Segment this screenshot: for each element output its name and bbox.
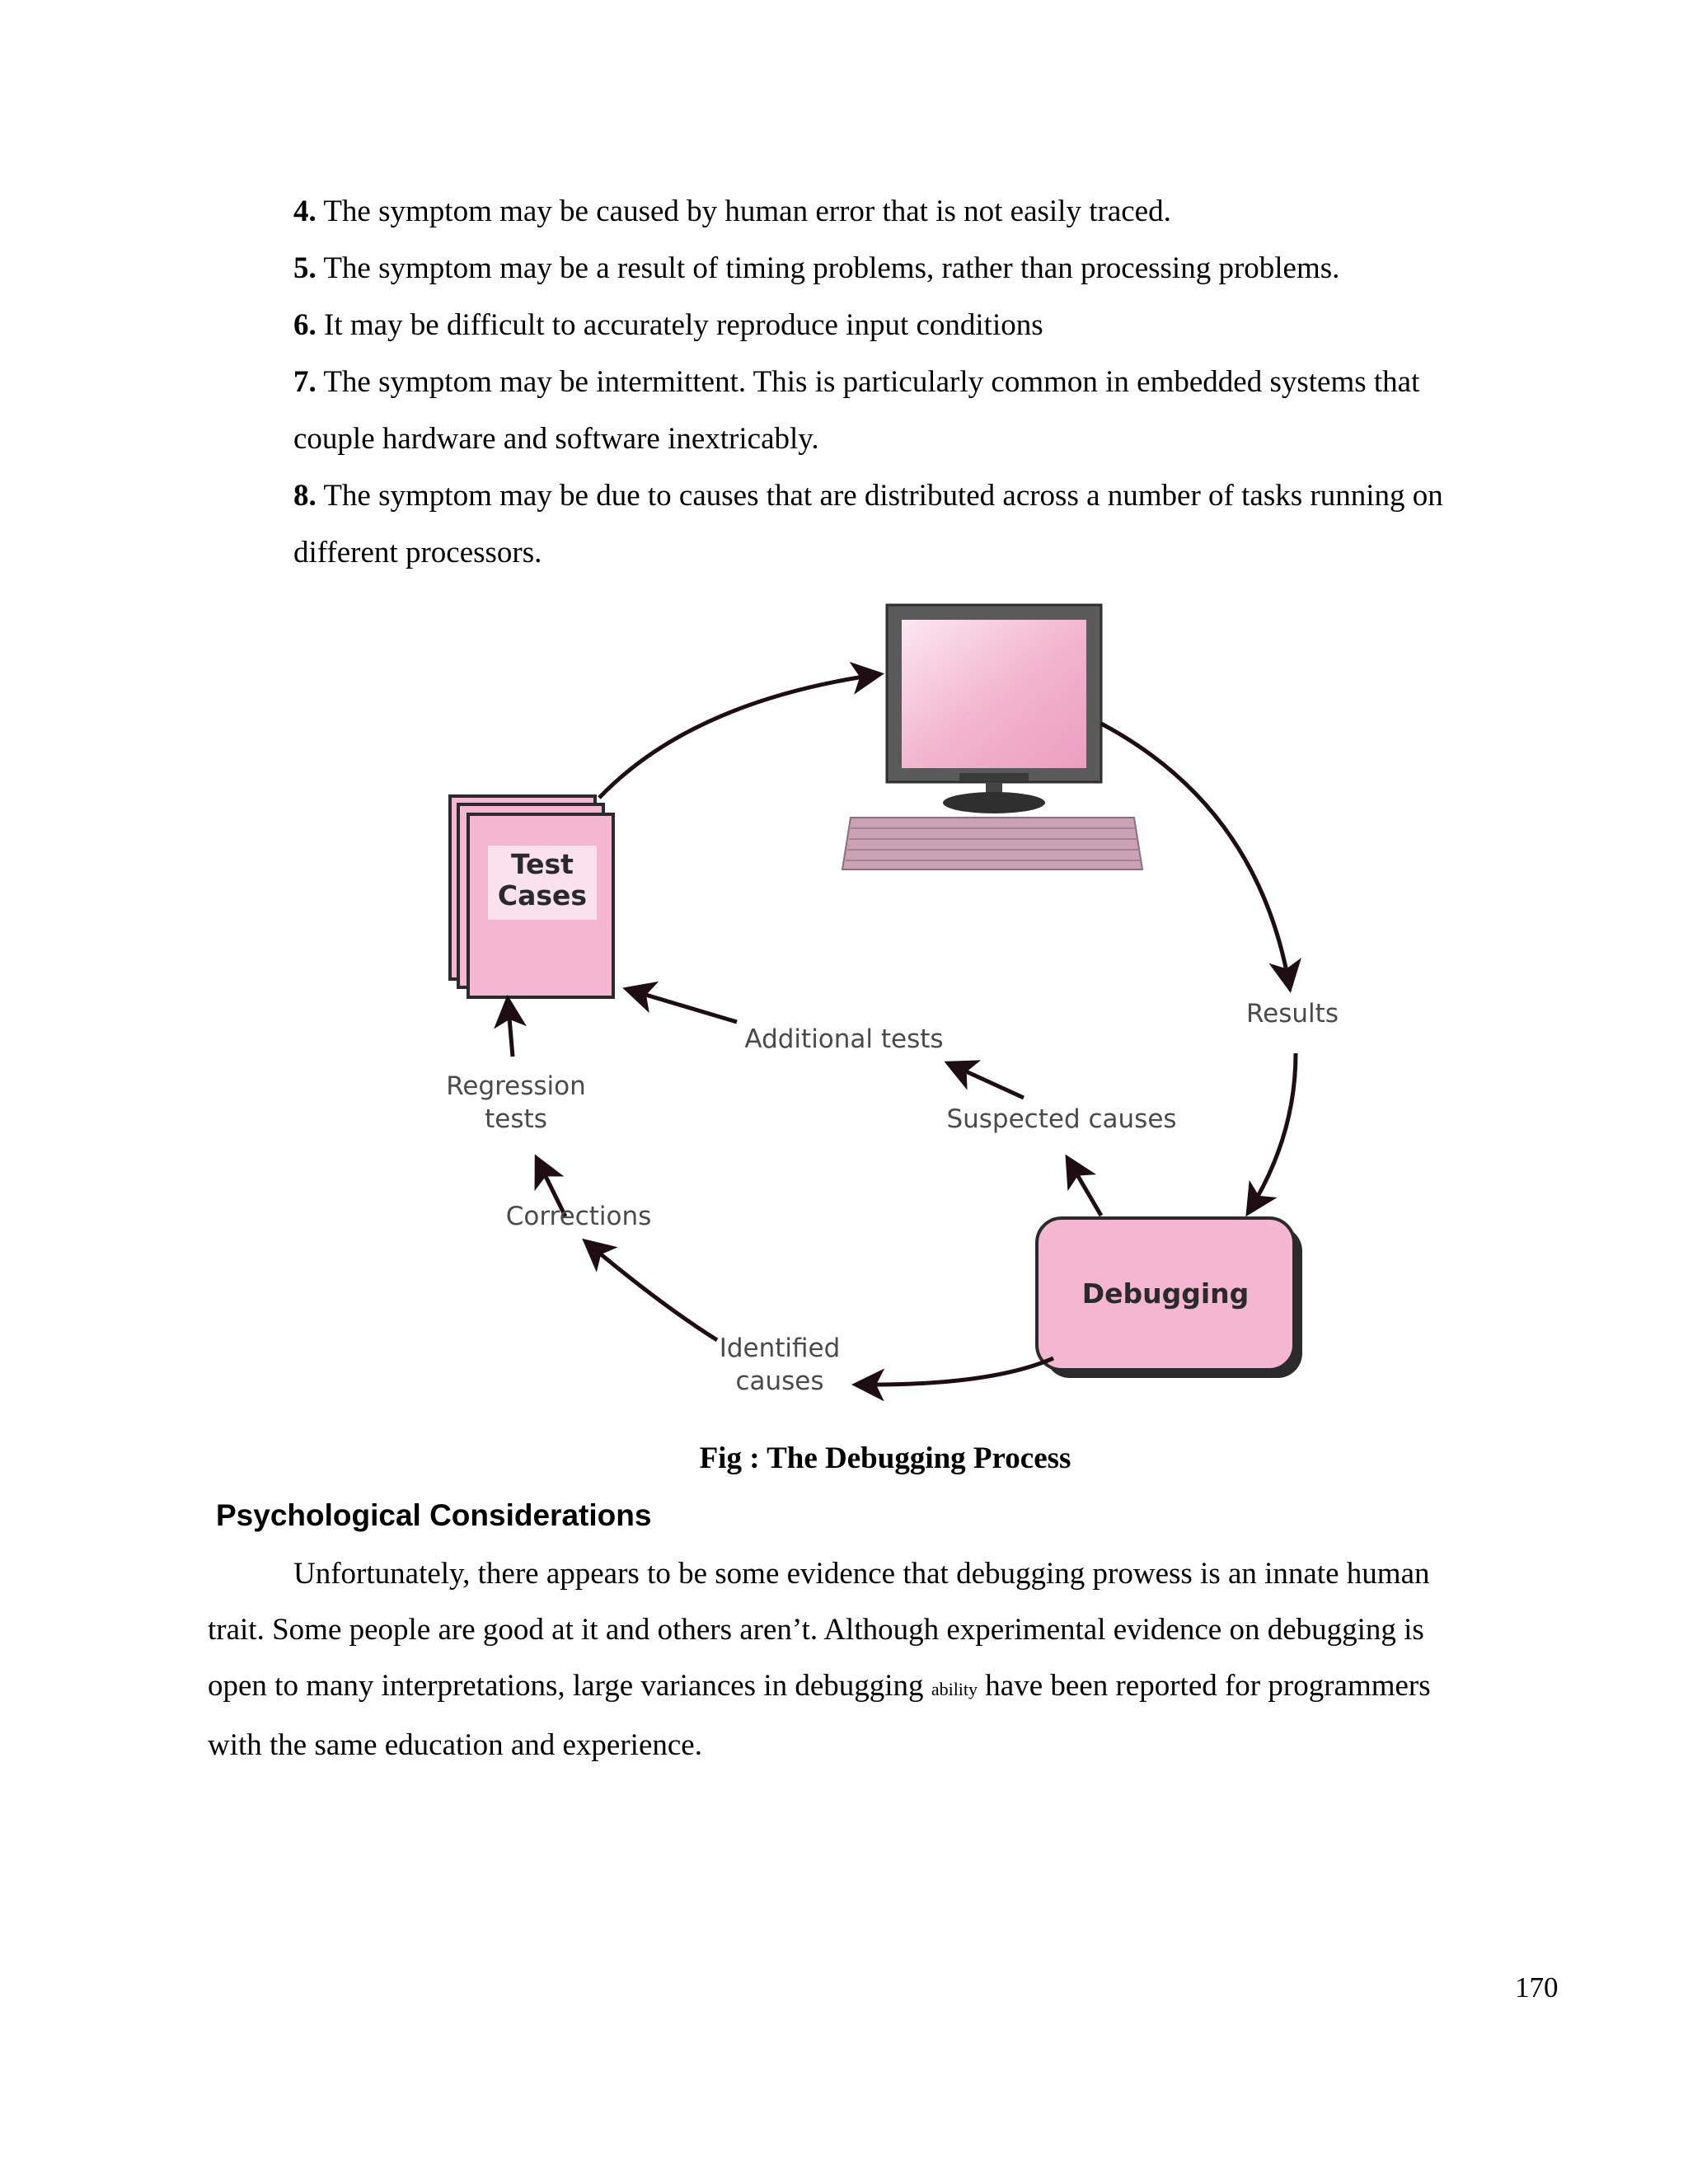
body-paragraph: Unfortunately, there appears to be some …: [208, 1546, 1461, 1774]
arrow-to-debugging: [1245, 1052, 1298, 1217]
test-cases-label: Cases: [498, 879, 587, 912]
list-item: 7. The symptom may be intermittent. This…: [293, 354, 1464, 467]
identified-causes-label: Identified: [720, 1333, 841, 1363]
arrow-to-corrections: [582, 1238, 719, 1343]
list-item-text: It may be difficult to accurately reprod…: [316, 308, 1043, 342]
paragraph-small-word: ability: [931, 1679, 978, 1699]
list-item-number: 8.: [293, 479, 316, 513]
list-item-text: The symptom may be due to causes that ar…: [293, 479, 1443, 569]
list-item-text: The symptom may be intermittent. This is…: [293, 365, 1420, 456]
debugging-box: [1035, 1216, 1302, 1378]
corrections-label: Corrections: [506, 1202, 652, 1231]
additional-tests-label: Additional tests: [744, 1024, 943, 1054]
list-item-number: 6.: [293, 308, 316, 342]
arrow-to-identified-causes: [851, 1356, 1054, 1402]
arrow-to-suspected-causes: [1065, 1154, 1104, 1217]
list-item: 6. It may be difficult to accurately rep…: [293, 297, 1464, 354]
arrow-regression-to-test-cases: [494, 995, 527, 1057]
identified-causes-label: causes: [735, 1366, 823, 1396]
list-item-text: The symptom may be caused by human error…: [316, 194, 1171, 228]
computer-icon: [841, 603, 1144, 870]
test-cases-icon: [448, 794, 615, 999]
arrow-to-additional-tests: [944, 1060, 1025, 1100]
debugging-label: Debugging: [1082, 1277, 1250, 1310]
paragraph-text: have been reported for programmers with …: [208, 1669, 1431, 1762]
debugging-cycle-diagram: Test Cases Debugging Results Suspected c…: [446, 603, 1339, 1402]
section-heading: Psychological Considerations: [216, 1498, 652, 1532]
figure-caption: Fig : The Debugging Process: [699, 1441, 1071, 1475]
list-item: 8. The symptom may be due to causes that…: [293, 467, 1464, 581]
arrow-to-regression-tests: [534, 1154, 568, 1218]
arrow-to-results: [1100, 721, 1301, 993]
results-label: Results: [1246, 999, 1339, 1029]
paragraph-text: Unfortunately, there appears to be some …: [208, 1557, 1430, 1703]
debugging-process-figure: Test Cases Debugging Results Suspected c…: [429, 593, 1360, 1426]
list-item-number: 7.: [293, 365, 316, 399]
test-cases-label: Test: [511, 848, 574, 880]
suspected-causes-label: Suspected causes: [946, 1104, 1176, 1134]
arrow-to-test-cases: [622, 981, 738, 1024]
list-item-text: The symptom may be a result of timing pr…: [316, 251, 1340, 285]
list-item: 4. The symptom may be caused by human er…: [293, 183, 1464, 240]
list-item: 5. The symptom may be a result of timing…: [293, 240, 1464, 297]
arrow-to-computer: [598, 662, 884, 799]
regression-tests-label: Regression: [446, 1071, 586, 1101]
page-number: 170: [1515, 1971, 1559, 2004]
list-item-number: 4.: [293, 194, 316, 228]
numbered-list: 4. The symptom may be caused by human er…: [293, 183, 1464, 581]
regression-tests-label: tests: [485, 1104, 547, 1134]
list-item-number: 5.: [293, 251, 316, 285]
